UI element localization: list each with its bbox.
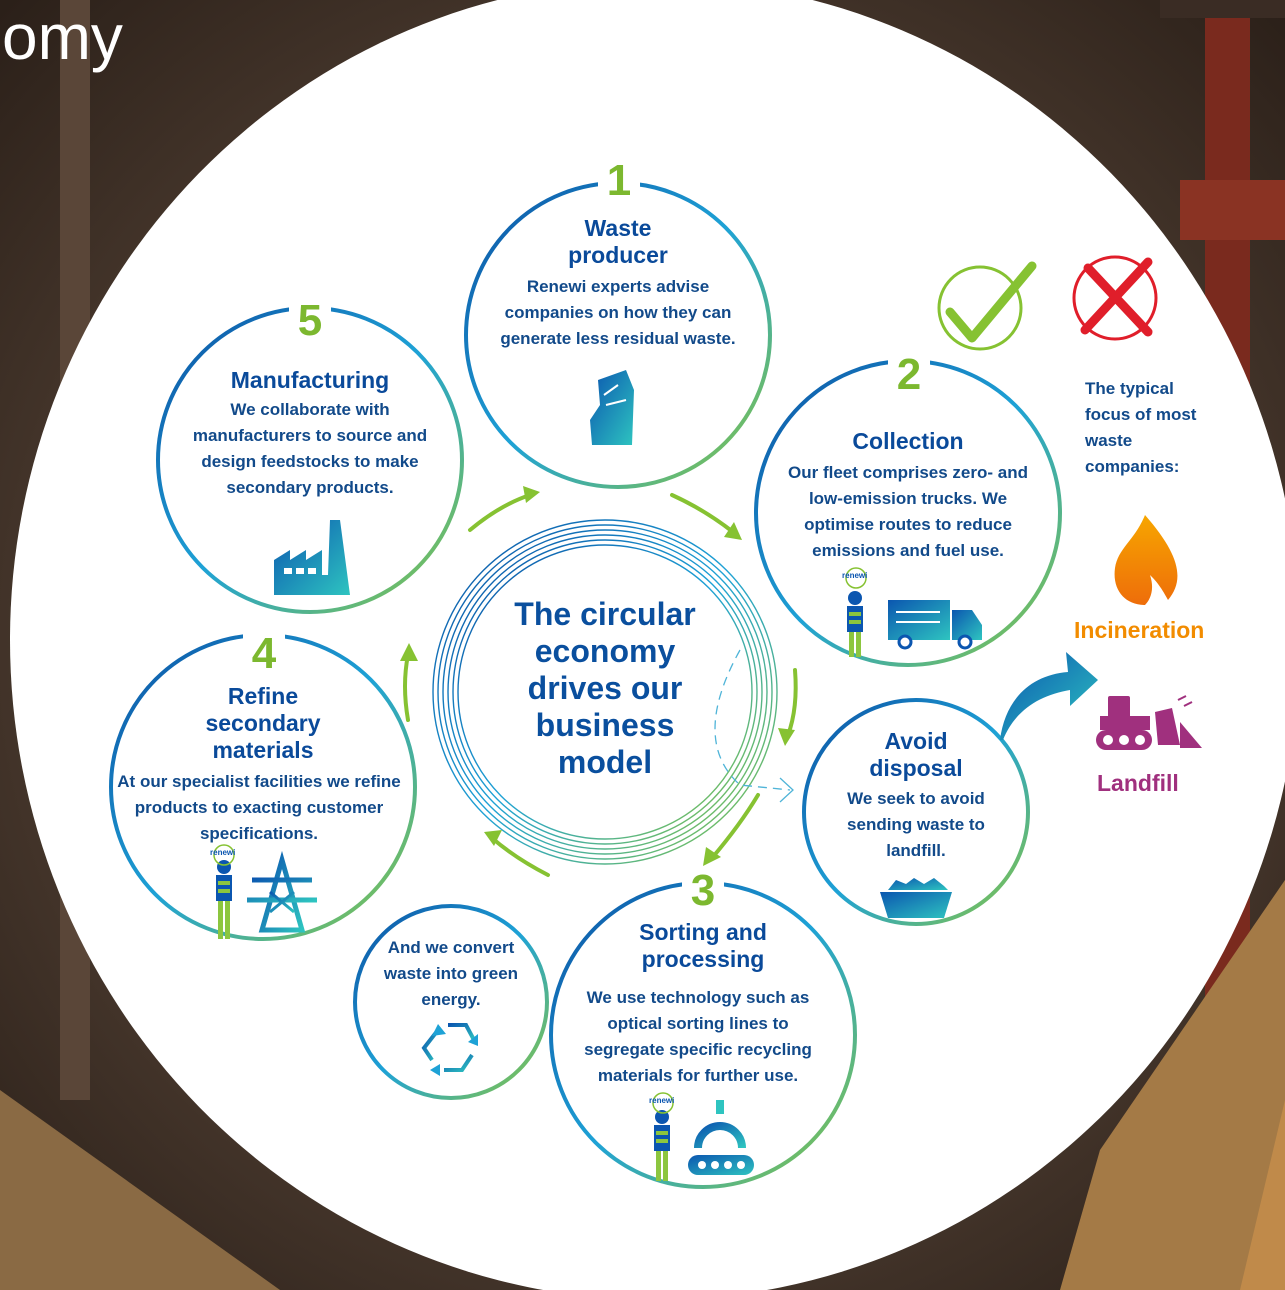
step4-body: At our specialist facilities we refine p… xyxy=(117,772,401,843)
step2-number: 2 xyxy=(896,350,922,399)
background-conveyor xyxy=(1060,880,1285,1290)
cycle-arrowheads xyxy=(400,486,795,866)
cross-icon xyxy=(1072,255,1158,341)
step5-title: Manufacturing xyxy=(230,367,390,393)
factory-icon xyxy=(274,520,350,595)
step2-body: Our fleet comprises zero- and low-emissi… xyxy=(788,463,1028,560)
step2-title: Collection xyxy=(852,428,964,454)
worker-icon xyxy=(216,860,232,939)
flame-icon xyxy=(1114,515,1178,605)
renewi-logo-text: renewi xyxy=(842,571,868,580)
step3-number: 3 xyxy=(690,866,716,915)
skip-container-icon xyxy=(880,878,952,918)
header-title-fragment: omy xyxy=(2,1,123,73)
step1-number: 1 xyxy=(606,156,632,205)
renewi-logo-text: renewi xyxy=(649,1096,675,1105)
worker-icon xyxy=(847,591,863,657)
energy-ring xyxy=(353,904,549,1100)
step3-title: Sorting and processing xyxy=(639,919,767,972)
recycle-icon xyxy=(421,1023,476,1072)
avoid-body: We seek to avoid sending waste to landfi… xyxy=(847,789,985,860)
step4-number: 4 xyxy=(251,629,277,678)
truck-icon xyxy=(888,600,982,650)
background-beam xyxy=(1180,180,1285,240)
energy-body: And we convert waste into green energy. xyxy=(383,938,519,1009)
background-conveyor xyxy=(0,1090,280,1290)
step3-body: We use technology such as optical sortin… xyxy=(584,988,812,1085)
background-beam xyxy=(1160,0,1285,18)
arrow-icon xyxy=(710,793,760,860)
step5-number: 5 xyxy=(297,296,323,345)
step1-title: Waste producer xyxy=(568,215,668,268)
sidebar-focus-text: The typical focus of most waste companie… xyxy=(1085,379,1197,476)
center-title: The circular economy drives our business… xyxy=(514,596,696,780)
bulldozer-icon xyxy=(1096,695,1202,750)
sorting-machine-icon xyxy=(688,1100,754,1175)
check-icon xyxy=(937,261,1037,351)
avoid-ring xyxy=(802,698,1030,926)
can-icon xyxy=(590,370,634,445)
crane-icon xyxy=(247,850,317,933)
recycle-arrowheads xyxy=(430,1024,478,1076)
renewi-logo-text: renewi xyxy=(210,848,236,857)
center-rings xyxy=(432,519,778,865)
renewi-logo xyxy=(652,1092,674,1114)
renewi-logo xyxy=(845,567,867,589)
incineration-label: Incineration xyxy=(1074,617,1205,643)
arrow-icon xyxy=(1000,652,1098,740)
background-conveyor xyxy=(1240,1100,1285,1290)
worker-icon xyxy=(654,1110,670,1181)
arrow-icon xyxy=(468,493,532,532)
step5-body: We collaborate with manufacturers to sou… xyxy=(192,400,428,497)
landfill-label: Landfill xyxy=(1097,770,1179,796)
avoid-title: Avoid disposal xyxy=(869,728,963,781)
dashed-connector xyxy=(714,649,791,791)
arrow-icon xyxy=(490,836,550,877)
step4-title: Refine secondary materials xyxy=(205,683,321,763)
step1-body: Renewi experts advise companies on how t… xyxy=(500,277,736,348)
arrow-icon xyxy=(670,493,735,534)
renewi-logo xyxy=(213,844,235,866)
